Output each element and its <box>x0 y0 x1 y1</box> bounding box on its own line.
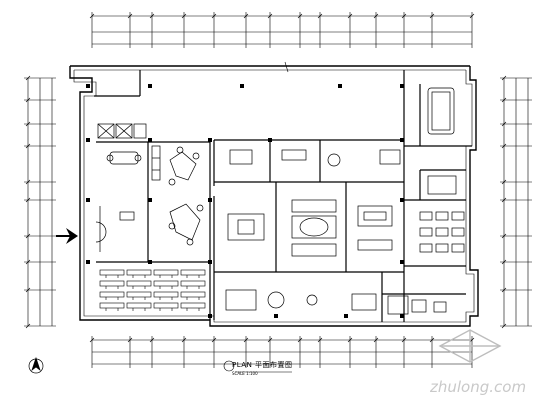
conference-and-office <box>387 87 465 315</box>
watermark-text: zhulong.com <box>430 378 527 396</box>
outer-walls <box>69 61 479 327</box>
north-arrow-icon <box>28 356 44 374</box>
top-dimension-lines <box>89 12 475 48</box>
elevator-core <box>97 123 147 139</box>
classroom-seating <box>99 269 206 311</box>
bottom-dimension-lines <box>89 336 475 368</box>
right-dimension-lines <box>500 75 532 329</box>
meeting-room-tables <box>225 149 401 311</box>
watermark-logo <box>438 329 502 363</box>
plan-scale-note: SCALE 1:100 <box>232 371 258 376</box>
interior-walls <box>94 70 472 322</box>
logo-icon <box>223 360 292 373</box>
entrance-arrow-icon <box>56 228 78 244</box>
structural-columns <box>86 84 404 318</box>
left-dimension-lines <box>24 75 56 329</box>
plan-caption: PLAN 平面布置图 SCALE 1:100 <box>232 360 332 376</box>
plan-title: PLAN 平面布置图 <box>232 361 293 369</box>
lobby-furniture <box>95 145 204 252</box>
